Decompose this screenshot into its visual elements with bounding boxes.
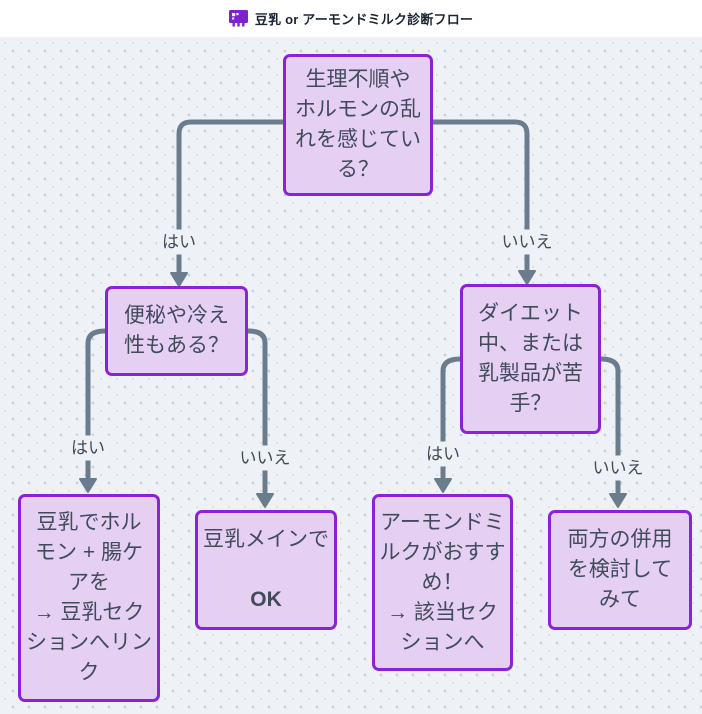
node-text: アーモンドミ ルクがおすす め！ → 該当セク ションへ <box>379 510 506 654</box>
arrowhead-icon <box>609 493 627 508</box>
edges-layer <box>79 119 627 508</box>
node-text: 便秘や冷え 性もある？ <box>124 304 229 357</box>
edge-label-yes-1: はい <box>157 229 201 255</box>
node-question-hormone: 生理不順や ホルモンの乱 れを感じてい る？ <box>283 54 433 196</box>
node-text: 豆乳でホル モン + 腸ケ アを → 豆乳セク ションへリン ク <box>26 511 152 684</box>
node-result-soy-main: 豆乳メインで OK <box>195 510 337 630</box>
node-question-diet: ダイエット 中、または 乳製品が苦 手？ <box>460 284 601 434</box>
node-text-line: 豆乳メインで <box>203 528 329 551</box>
arrowhead-icon <box>434 478 452 493</box>
edge-label-no-3: いいえ <box>587 455 649 481</box>
node-text: ダイエット 中、または 乳製品が苦 手？ <box>478 302 583 415</box>
diagram-header: 豆乳 or アーモンドミルク診断フロー <box>0 0 702 37</box>
node-text-bold-line: OK <box>250 588 282 611</box>
node-question-constipation: 便秘や冷え 性もある？ <box>105 286 248 376</box>
edge-label-no-2: いいえ <box>234 445 296 471</box>
flowchart-canvas: はい いいえ はい いいえ はい いいえ 生理不順や ホルモンの乱 れを感じてい… <box>0 37 702 714</box>
edge-label-yes-3: はい <box>421 441 465 467</box>
node-result-almond: アーモンドミ ルクがおすす め！ → 該当セク ションへ <box>372 494 513 671</box>
edge-q1-no <box>430 119 530 272</box>
node-text: 豆乳メインで OK <box>203 495 329 645</box>
arrowhead-icon <box>170 272 188 287</box>
arrowhead-icon <box>79 478 97 493</box>
pixel-monitor-icon <box>228 10 248 27</box>
edge-label-no-1: いいえ <box>496 229 558 255</box>
page-title: 豆乳 or アーモンドミルク診断フロー <box>254 12 474 27</box>
node-text: 生理不順や ホルモンの乱 れを感じてい る？ <box>295 68 421 181</box>
edge-q3-yes <box>440 356 463 480</box>
edge-q3-no <box>598 356 621 495</box>
node-text: 両方の併用 を検討して みて <box>567 528 673 611</box>
edge-q2-yes <box>85 328 108 480</box>
arrowhead-icon <box>518 270 536 285</box>
node-result-soy-hormone-gut: 豆乳でホル モン + 腸ケ アを → 豆乳セク ションへリン ク <box>18 494 160 702</box>
edge-label-yes-2: はい <box>66 435 110 461</box>
arrowhead-icon <box>256 493 274 508</box>
node-result-both: 両方の併用 を検討して みて <box>548 510 692 630</box>
edge-q1-yes <box>176 119 286 274</box>
edge-q2-no <box>245 328 268 495</box>
